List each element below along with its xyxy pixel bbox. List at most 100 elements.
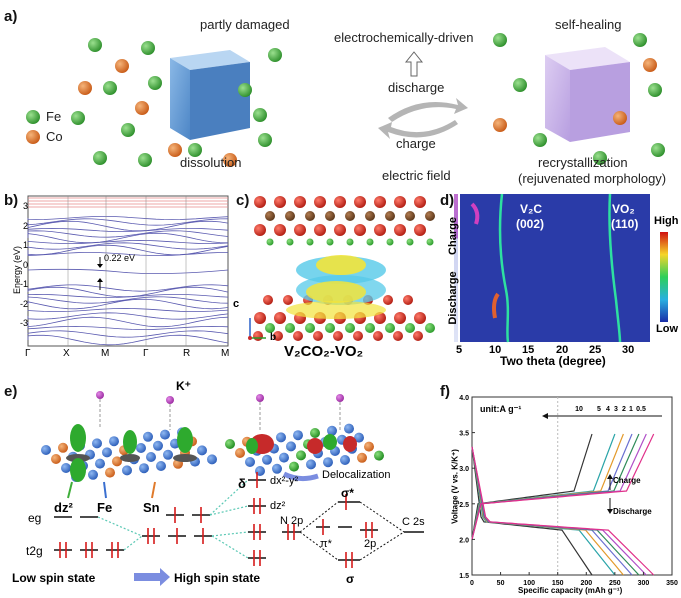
self-healing-label: self-healing xyxy=(555,17,622,32)
pi-star-label: π* xyxy=(320,538,332,550)
discharge-arrow-icon xyxy=(388,98,468,122)
low-spin-label: Low spin state xyxy=(12,571,96,585)
x-tick-label: 200 xyxy=(580,580,592,587)
axis-origin xyxy=(248,336,252,340)
rate-label-2: 2 xyxy=(622,406,626,413)
panel-d-label: d) xyxy=(440,192,455,209)
fe-pointer xyxy=(103,481,107,499)
t2g-label: t2g xyxy=(26,544,43,558)
co-atoms xyxy=(78,58,657,167)
recrystallization-label: recrystallization xyxy=(538,155,628,170)
up-arrow-icon xyxy=(404,51,424,77)
vo2-peak-trace xyxy=(608,193,622,343)
v2c-peak-trace xyxy=(498,193,510,343)
damaged-cube xyxy=(170,50,250,140)
rate-label-10: 10 xyxy=(575,406,583,413)
partly-damaged-label: partly damaged xyxy=(200,17,290,32)
fe-legend-marker xyxy=(26,110,40,124)
gap-label: 0.22 eV xyxy=(104,253,136,263)
charge-curve-0.5 xyxy=(471,433,655,540)
k-ion-label: K⁺ xyxy=(176,379,191,393)
delta-label: δ xyxy=(238,476,246,491)
x-tick-label: 50 xyxy=(497,580,505,587)
x-tick-label: 250 xyxy=(609,580,621,587)
y-tick-label: 2.5 xyxy=(459,502,469,509)
healed-cube xyxy=(545,47,630,142)
gap-arrow-top-head xyxy=(97,264,103,268)
rate-label-5: 5 xyxy=(597,406,601,413)
y-tick-label: 4.0 xyxy=(459,395,469,402)
dx2y2-label: dx²-y² xyxy=(270,475,299,487)
charge-density-lobes xyxy=(286,255,386,319)
dz2-pointer xyxy=(67,481,73,499)
orbital-diagram xyxy=(41,391,424,586)
dz2-label: dz² xyxy=(54,500,73,515)
x-tick-label: 0 xyxy=(470,580,474,587)
energy-levels xyxy=(54,479,424,561)
axis-b-label: b xyxy=(270,332,277,343)
high-spin-label: High spin state xyxy=(174,571,261,585)
sn-pointer xyxy=(151,481,156,499)
discharge-arrow-icon xyxy=(492,292,500,319)
f-ylabel: Voltage (V vs. K/K⁺) xyxy=(450,449,460,524)
mo-diamond xyxy=(299,501,405,561)
co-legend-marker xyxy=(26,130,40,144)
gap-arrow-bottom-head xyxy=(97,278,103,282)
high-symmetry-lines xyxy=(67,196,187,346)
discharge-indicator-head xyxy=(607,509,613,514)
axis-c-label: c xyxy=(233,298,240,310)
chart-frame xyxy=(471,396,673,576)
colorbar-high-label: High xyxy=(654,215,679,227)
band-lines xyxy=(27,216,229,346)
structure-title: V₂CO₂-VO₂ xyxy=(284,343,364,360)
c2s-label: C 2s xyxy=(402,516,425,528)
panel-a-label: a) xyxy=(4,8,18,25)
colorbar-low-label: Low xyxy=(656,323,678,335)
x-tick-label: 300 xyxy=(638,580,650,587)
n2p-label: N 2p xyxy=(280,515,304,527)
rate-arrow-head xyxy=(542,413,548,419)
xrd-xlabel: Two theta (degree) xyxy=(500,354,606,368)
peak2-hkl: (110) xyxy=(611,217,639,231)
peak1-label: V₂C xyxy=(520,202,543,216)
electrochemically-driven-label: electrochemically-driven xyxy=(334,30,474,45)
panel-e-label: e) xyxy=(4,383,18,400)
sigma-label: σ xyxy=(346,572,355,586)
rate-label-3: 3 xyxy=(614,406,618,413)
fe-label: Fe xyxy=(97,500,113,515)
state-side-bar xyxy=(454,194,458,342)
discharge-label: discharge xyxy=(388,80,445,95)
x-tick-label: 150 xyxy=(552,580,564,587)
y-tick-label: 3.5 xyxy=(459,431,469,438)
charge-arrow-icon xyxy=(378,120,458,139)
dissolution-label: dissolution xyxy=(180,155,242,170)
high-bands xyxy=(28,197,228,208)
peak1-hkl: (002) xyxy=(516,217,545,231)
fe-atoms xyxy=(71,33,665,167)
charge-indicator-head xyxy=(607,474,613,479)
sigma-star-label: σ* xyxy=(341,486,354,500)
panel-f-label: f) xyxy=(440,383,450,400)
f-xlabel: Specific capacity (mAh g⁻¹) xyxy=(518,586,623,595)
rate-label-4: 4 xyxy=(606,406,610,413)
panel-a-illustration xyxy=(26,33,665,167)
rejuvenated-morphology-label: (rejuvenated morphology) xyxy=(518,171,667,186)
x-tick-label: 100 xyxy=(523,580,535,587)
charge-density-structure xyxy=(248,196,435,341)
dz2-orbital-lobes xyxy=(66,424,357,482)
charge-arrow-icon xyxy=(470,202,480,225)
sn-label: Sn xyxy=(143,500,160,515)
discharge-curve-0.5 xyxy=(471,446,655,576)
charge-text: Charge xyxy=(613,476,641,485)
panel-b-label: b) xyxy=(4,192,19,209)
discharge-axis-label: Discharge xyxy=(447,271,459,325)
colorbar xyxy=(660,232,668,322)
y-tick-label: 2.0 xyxy=(459,537,469,544)
peak2-label: VO₂ xyxy=(612,202,635,216)
delocalization-label: Delocalization xyxy=(322,469,391,481)
k-atoms xyxy=(96,391,344,430)
